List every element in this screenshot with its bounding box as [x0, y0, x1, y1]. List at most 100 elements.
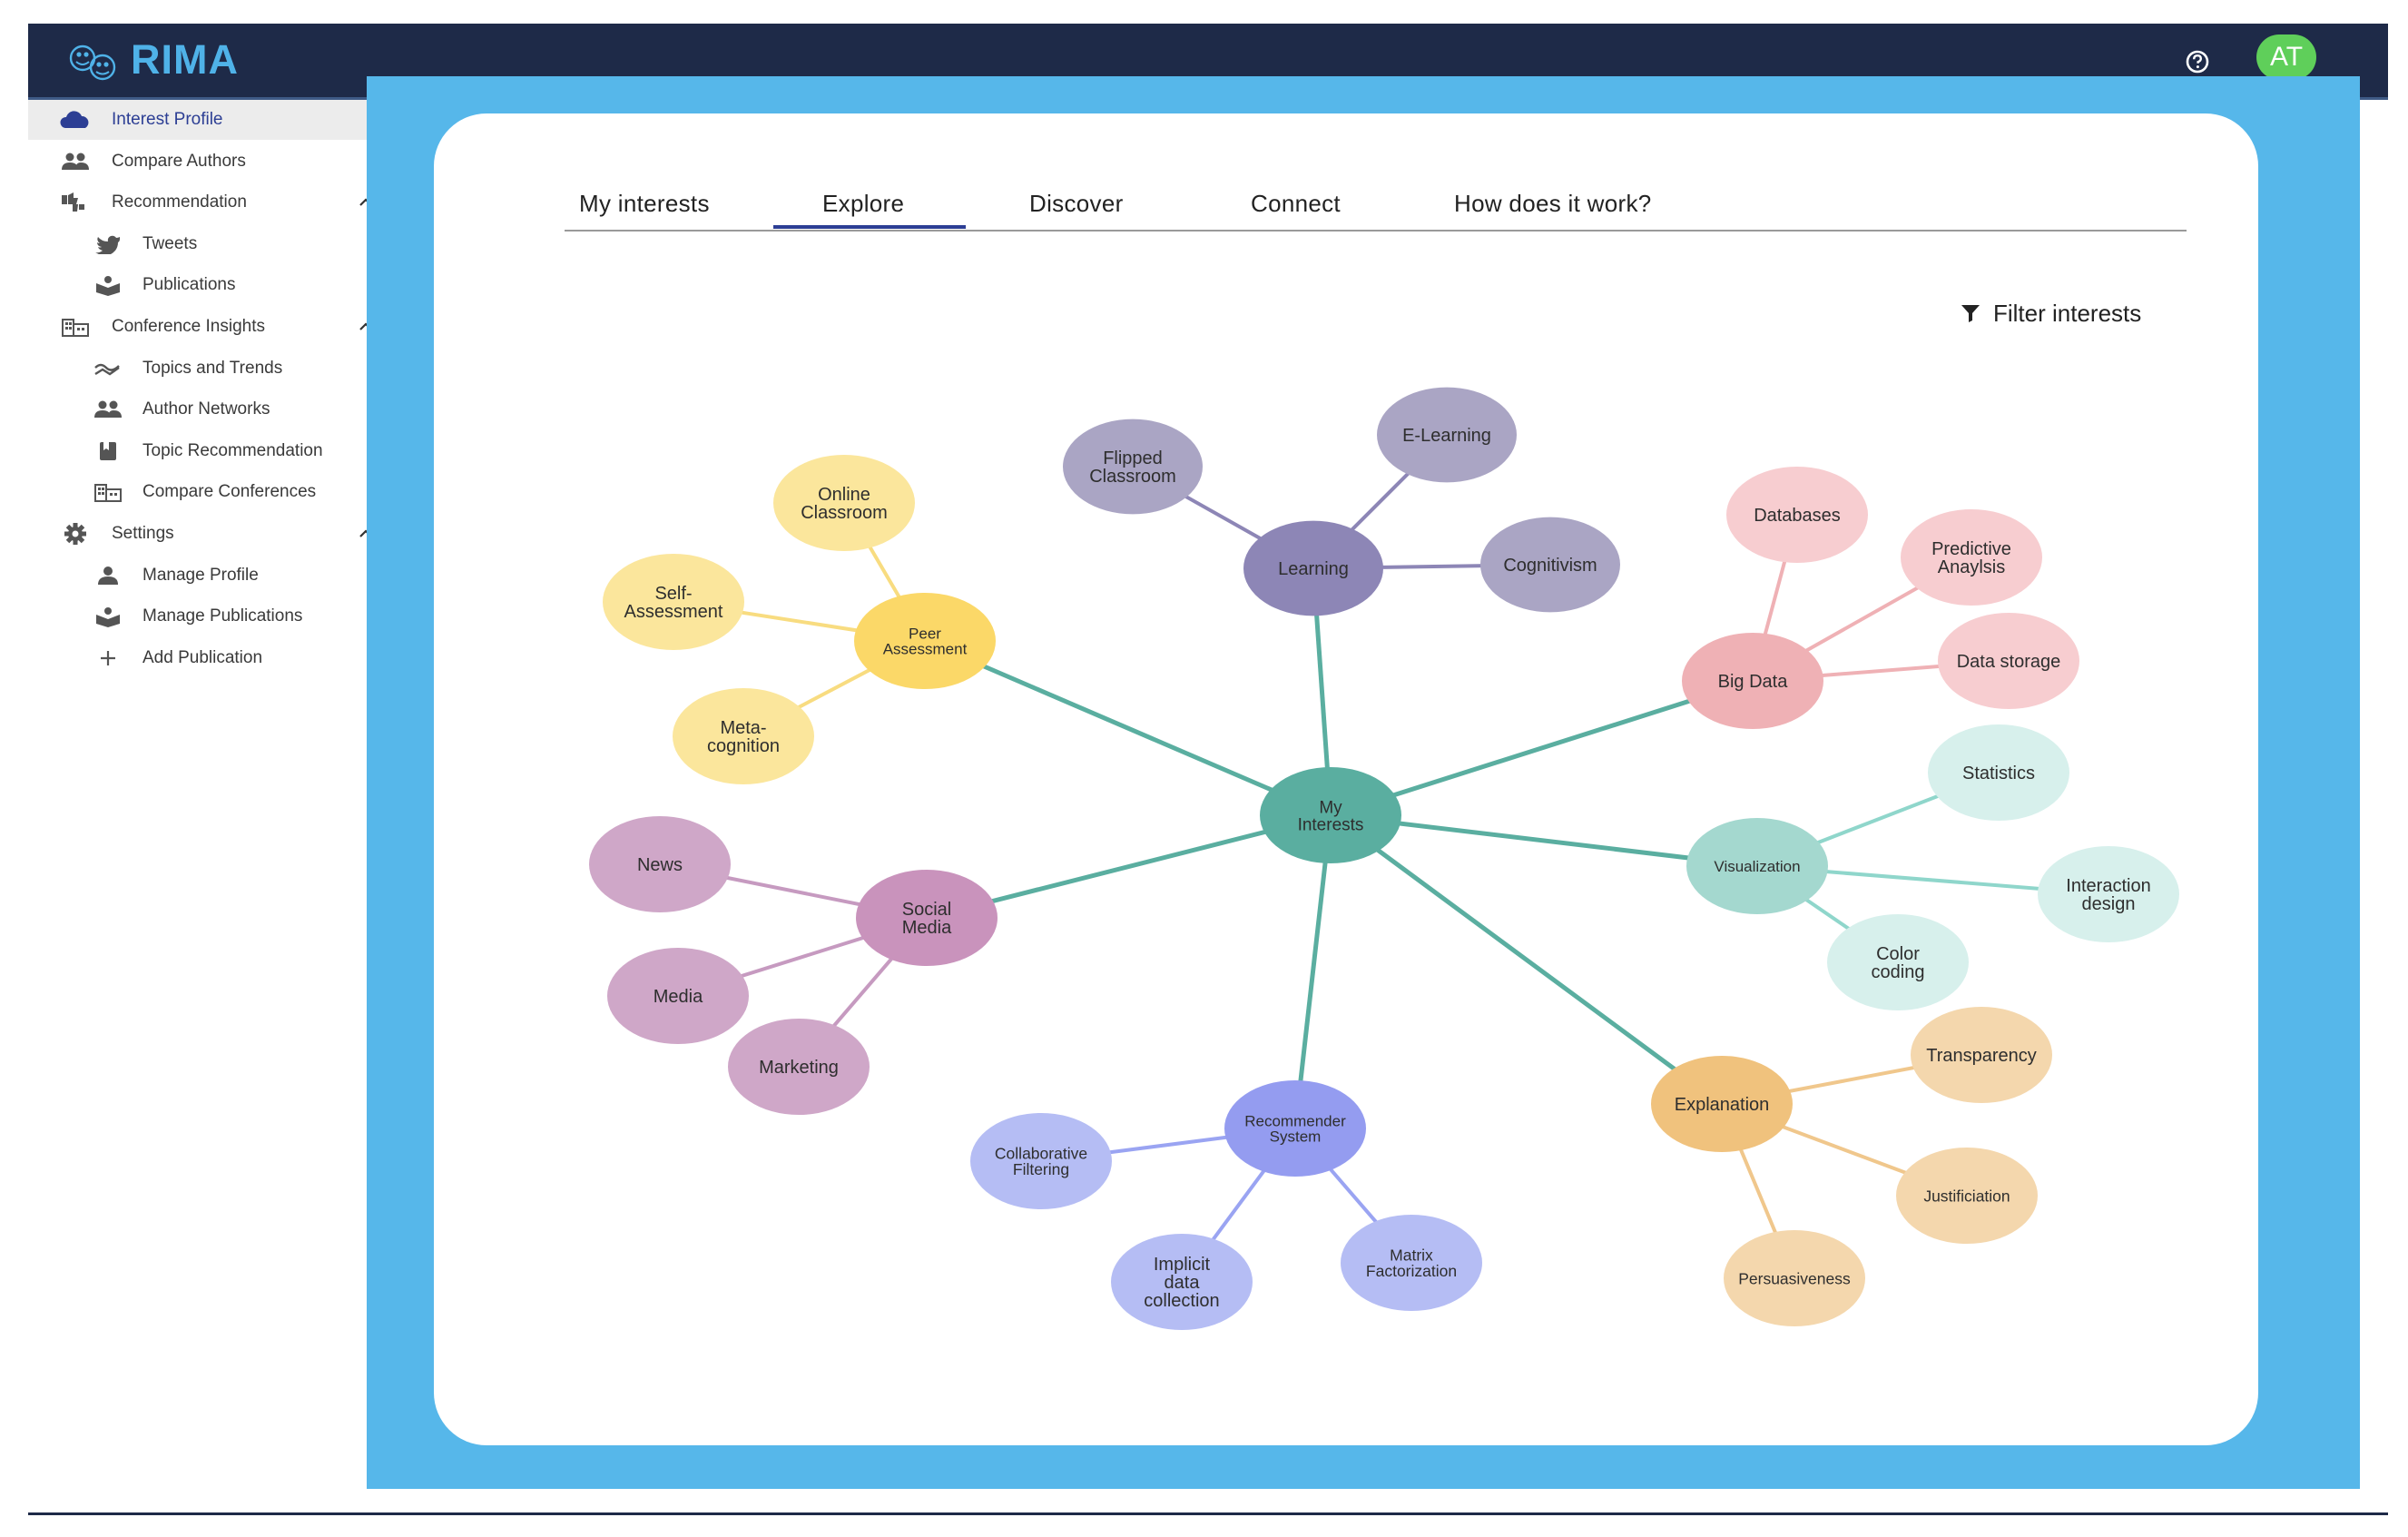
node-self-assessment[interactable]: Self-Assessment — [603, 553, 744, 651]
tab-connect[interactable]: Connect — [1251, 190, 1341, 217]
book-stack-icon — [93, 604, 123, 629]
node-circle — [1938, 612, 2079, 710]
node-label: Implicit — [1154, 1255, 1211, 1275]
tab-explore[interactable]: Explore — [822, 190, 905, 217]
node-explanation[interactable]: Explanation — [1651, 1055, 1793, 1153]
node-label: Cognitivism — [1503, 556, 1597, 576]
node-label: Recommender — [1244, 1113, 1346, 1130]
sidebar-item-tweets[interactable]: Tweets — [28, 224, 395, 264]
sidebar-item-manage-profile[interactable]: Manage Profile — [28, 556, 395, 596]
sidebar-item-interest-profile[interactable]: Interest Profile — [28, 100, 395, 140]
node-circle — [1827, 913, 1969, 1011]
node-circle — [1480, 517, 1620, 613]
edge-root-recommender-system — [1292, 814, 1333, 1129]
edge-root-social-media — [926, 813, 1332, 921]
sidebar-item-label: Recommendation — [112, 192, 247, 212]
node-label: Interests — [1298, 815, 1364, 834]
node-databases[interactable]: Databases — [1726, 466, 1868, 564]
node-label: Collaborative — [995, 1145, 1087, 1163]
node-transparency[interactable]: Transparency — [1911, 1006, 2052, 1104]
node-visualization[interactable]: Visualization — [1686, 817, 1828, 915]
node-data-storage[interactable]: Data storage — [1938, 612, 2079, 710]
tab-discover[interactable]: Discover — [1029, 190, 1124, 217]
node-circle — [1726, 466, 1868, 564]
node-e-learning[interactable]: E-Learning — [1377, 387, 1517, 483]
tab-how-does-it-work[interactable]: How does it work? — [1454, 190, 1652, 217]
sidebar-item-conference-insights[interactable]: Conference Insights — [28, 307, 395, 347]
sidebar-item-publications[interactable]: Publications — [28, 265, 395, 305]
plus-icon — [93, 645, 123, 671]
sidebar-item-label: Tweets — [143, 233, 198, 253]
node-marketing[interactable]: Marketing — [728, 1018, 870, 1116]
sidebar-item-label: Compare Conferences — [143, 482, 317, 502]
sidebar-item-topics-and-trends[interactable]: Topics and Trends — [28, 349, 395, 389]
rima-logo-icon[interactable] — [63, 36, 153, 84]
sidebar-item-settings[interactable]: Settings — [28, 514, 395, 554]
user-avatar[interactable]: AT — [2256, 34, 2316, 80]
node-meta-cognition[interactable]: Meta-cognition — [673, 687, 814, 785]
tab-my-interests[interactable]: My interests — [579, 190, 710, 217]
gear-icon — [60, 521, 91, 547]
node-justificiation[interactable]: Justificiation — [1896, 1147, 2038, 1245]
node-circle — [1063, 419, 1203, 515]
node-label: Data storage — [1957, 652, 2061, 672]
node-label: Assessment — [624, 602, 723, 622]
node-label: Color — [1876, 944, 1920, 964]
node-cognitivism[interactable]: Cognitivism — [1480, 517, 1620, 613]
node-circle — [1686, 817, 1828, 915]
node-label: data — [1165, 1273, 1201, 1293]
sidebar-item-author-networks[interactable]: Author Networks — [28, 389, 395, 429]
node-statistics[interactable]: Statistics — [1928, 724, 2069, 822]
node-big-data[interactable]: Big Data — [1682, 632, 1823, 730]
filter-interests-button[interactable]: Filter interests — [1961, 298, 2141, 329]
node-label: Databases — [1754, 506, 1841, 526]
edge-root-visualization — [1330, 813, 1758, 869]
sidebar-item-compare-authors[interactable]: Compare Authors — [28, 142, 395, 182]
sidebar-item-topic-recommendation[interactable]: Topic Recommendation — [28, 431, 395, 471]
node-learning[interactable]: Learning — [1243, 520, 1383, 616]
node-circle — [1224, 1079, 1366, 1177]
node-label: Transparency — [1926, 1046, 2037, 1066]
people-icon — [93, 397, 123, 422]
node-circle — [1928, 724, 2069, 822]
node-label: Persuasiveness — [1738, 1269, 1851, 1287]
sidebar-item-label: Add Publication — [143, 647, 263, 667]
node-label: Justificiation — [1923, 1187, 2010, 1205]
sidebar-item-add-publication[interactable]: Add Publication — [28, 638, 395, 678]
active-tab-indicator — [773, 225, 966, 229]
node-label: Factorization — [1366, 1262, 1457, 1280]
node-media[interactable]: Media — [607, 947, 749, 1045]
node-label: News — [637, 855, 683, 875]
node-circle — [1243, 520, 1383, 616]
node-label: Self- — [654, 584, 692, 604]
node-label: Social — [902, 900, 951, 920]
sidebar-item-manage-publications[interactable]: Manage Publications — [28, 596, 395, 636]
node-label: Online — [818, 485, 870, 505]
node-label: Visualization — [1714, 858, 1800, 875]
help-circle-icon[interactable] — [2182, 46, 2213, 77]
node-circle — [1111, 1233, 1253, 1331]
node-circle — [970, 1112, 1112, 1210]
node-news[interactable]: News — [589, 815, 731, 913]
node-circle — [589, 815, 731, 913]
trend-icon — [93, 356, 123, 381]
node-label: E-Learning — [1402, 426, 1491, 446]
node-circle — [673, 687, 814, 785]
sidebar-item-compare-conferences[interactable]: Compare Conferences — [28, 472, 395, 512]
sidebar-item-label: Publications — [143, 275, 236, 295]
node-persuasiveness[interactable]: Persuasiveness — [1724, 1229, 1865, 1327]
